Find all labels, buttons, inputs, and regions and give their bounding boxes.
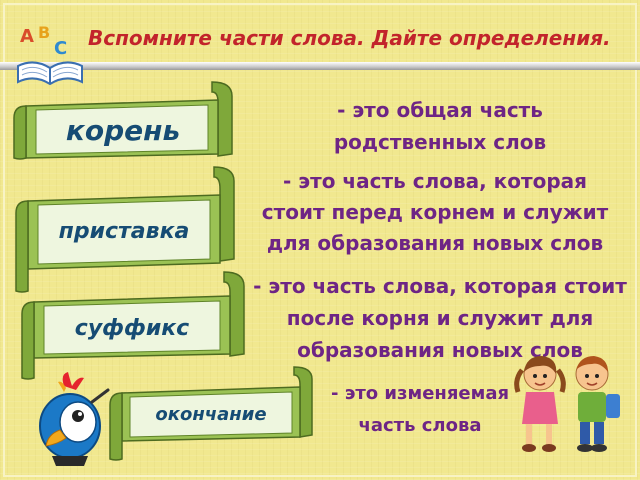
svg-text:A: A [20, 26, 34, 47]
schoolchildren-icon [508, 352, 626, 460]
term-label: окончание [155, 404, 267, 425]
abc-book-icon: A B C [14, 22, 86, 92]
svg-text:C: C [54, 38, 67, 59]
scroll-shape [21, 271, 245, 380]
definition-koren: - это общая часть родственных слов [333, 98, 547, 154]
scroll-okonchanie: окончание [108, 365, 314, 463]
scroll-shape [15, 166, 235, 293]
scroll-shape [109, 366, 313, 461]
title-underline-bar [0, 62, 640, 70]
term-label: корень [65, 113, 181, 147]
term-label: суффикс [74, 315, 190, 341]
definition-pristavka: - это часть слова, которая стоит перед к… [261, 169, 609, 255]
svg-text:B: B [38, 23, 50, 42]
slide-title: Вспомните части слова. Дайте определения… [88, 26, 611, 50]
scroll-koren: корень [12, 80, 234, 160]
scroll-pristavka: приставка [14, 165, 236, 295]
scroll-suffiks: суффикс [18, 270, 246, 382]
scroll-shape [13, 81, 233, 160]
definition-okonchanie: - это изменяемая часть слова [330, 383, 510, 436]
parrot-icon [30, 372, 110, 472]
term-label: приставка [58, 219, 190, 244]
